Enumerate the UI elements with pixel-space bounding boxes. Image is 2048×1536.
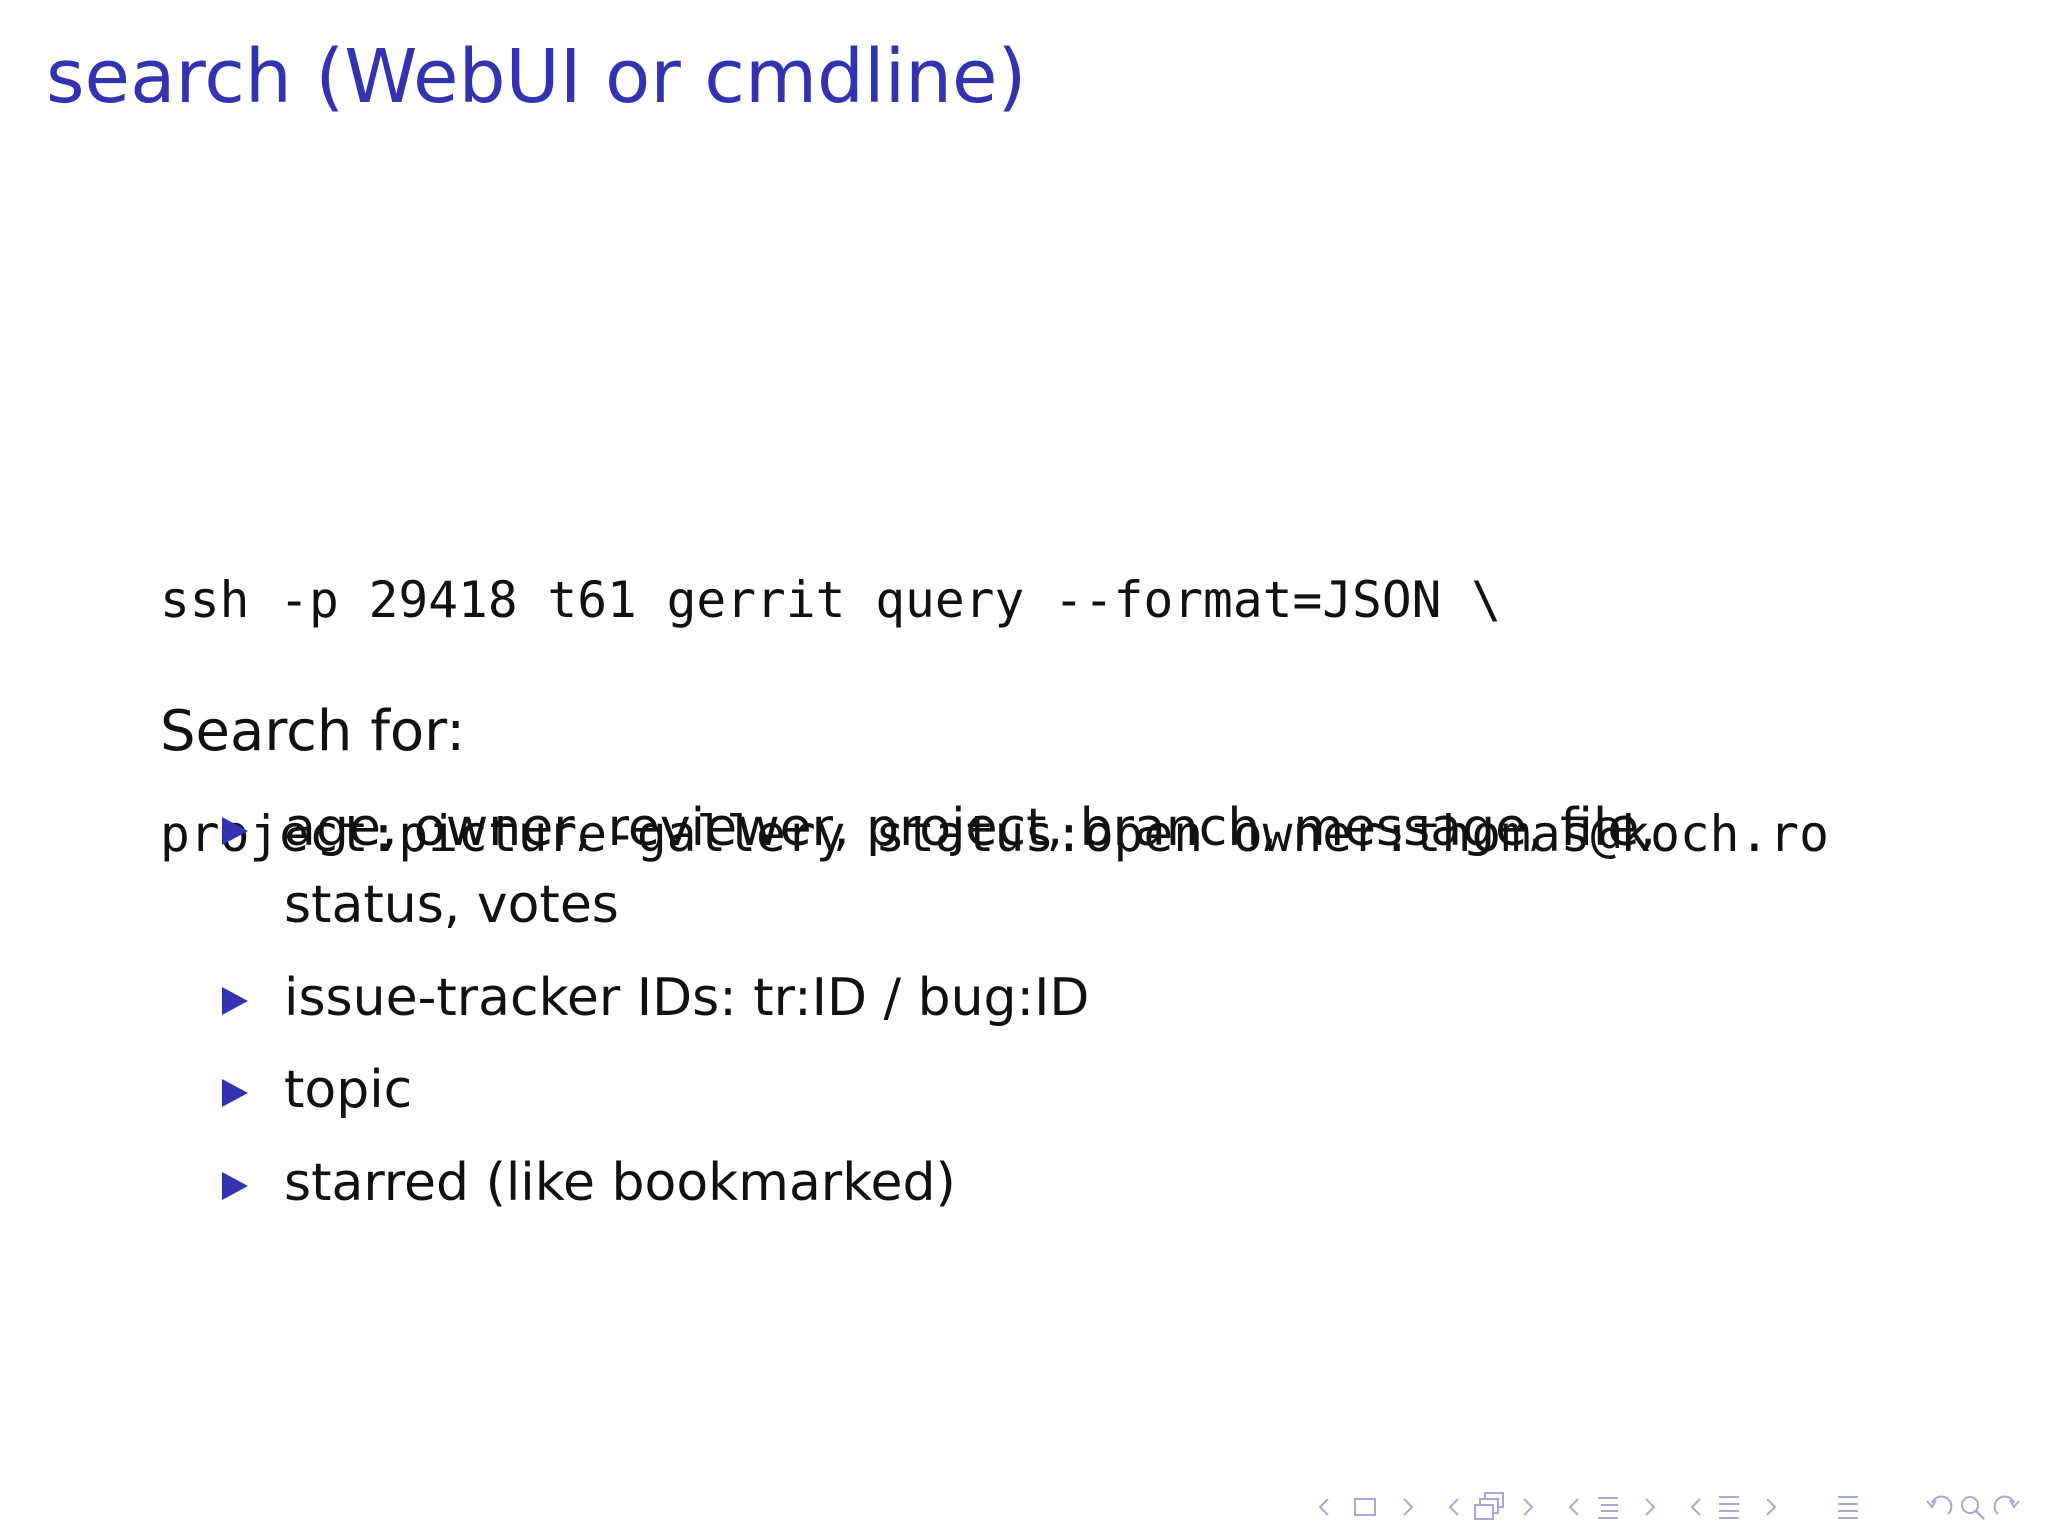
bullet-item: topic	[220, 1052, 1840, 1129]
frame-prev-icon[interactable]	[1316, 1490, 1330, 1524]
section-next-icon[interactable]	[1765, 1490, 1779, 1524]
subsection-icon[interactable]	[1595, 1490, 1621, 1524]
slide-prev-icon[interactable]	[1446, 1490, 1460, 1524]
code-block: ssh -p 29418 t61 gerrit query --format=J…	[160, 405, 1829, 1029]
slide-title: search (WebUI or cmdline)	[46, 34, 1027, 120]
code-line-1: ssh -p 29418 t61 gerrit query --format=J…	[160, 571, 1502, 629]
frame-next-icon[interactable]	[1402, 1490, 1416, 1524]
triangle-bullet-icon	[222, 1172, 248, 1200]
bullet-item: age, owner, reviewer, project, branch, m…	[220, 790, 1840, 944]
triangle-bullet-icon	[222, 817, 248, 845]
undo-icon[interactable]	[1924, 1490, 1954, 1524]
section-prev-icon[interactable]	[1688, 1490, 1702, 1524]
bullet-text: topic	[284, 1060, 413, 1120]
subsection-prev-icon[interactable]	[1566, 1490, 1580, 1524]
bullet-item: issue-tracker IDs: tr:ID / bug:ID	[220, 960, 1840, 1037]
frame-icon[interactable]	[1353, 1490, 1377, 1524]
toc-icon[interactable]	[1835, 1490, 1861, 1524]
section-icon[interactable]	[1716, 1490, 1742, 1524]
subsection-next-icon[interactable]	[1644, 1490, 1658, 1524]
bullet-text: issue-tracker IDs: tr:ID / bug:ID	[284, 968, 1090, 1028]
bullet-item: starred (like bookmarked)	[220, 1145, 1840, 1222]
code-line-2: project:picture-gallery status:open owne…	[160, 805, 1829, 863]
beamer-navigation-bar	[1310, 1490, 2030, 1524]
triangle-bullet-icon	[222, 1079, 248, 1107]
redo-icon[interactable]	[1992, 1490, 2022, 1524]
slide-next-icon[interactable]	[1522, 1490, 1536, 1524]
search-label: Search for:	[160, 699, 466, 764]
search-icon[interactable]	[1958, 1490, 1988, 1524]
bullet-text: starred (like bookmarked)	[284, 1153, 956, 1213]
slide-icon[interactable]	[1473, 1490, 1507, 1524]
bullet-text: age, owner, reviewer, project, branch, m…	[284, 798, 1656, 935]
triangle-bullet-icon	[222, 987, 248, 1015]
